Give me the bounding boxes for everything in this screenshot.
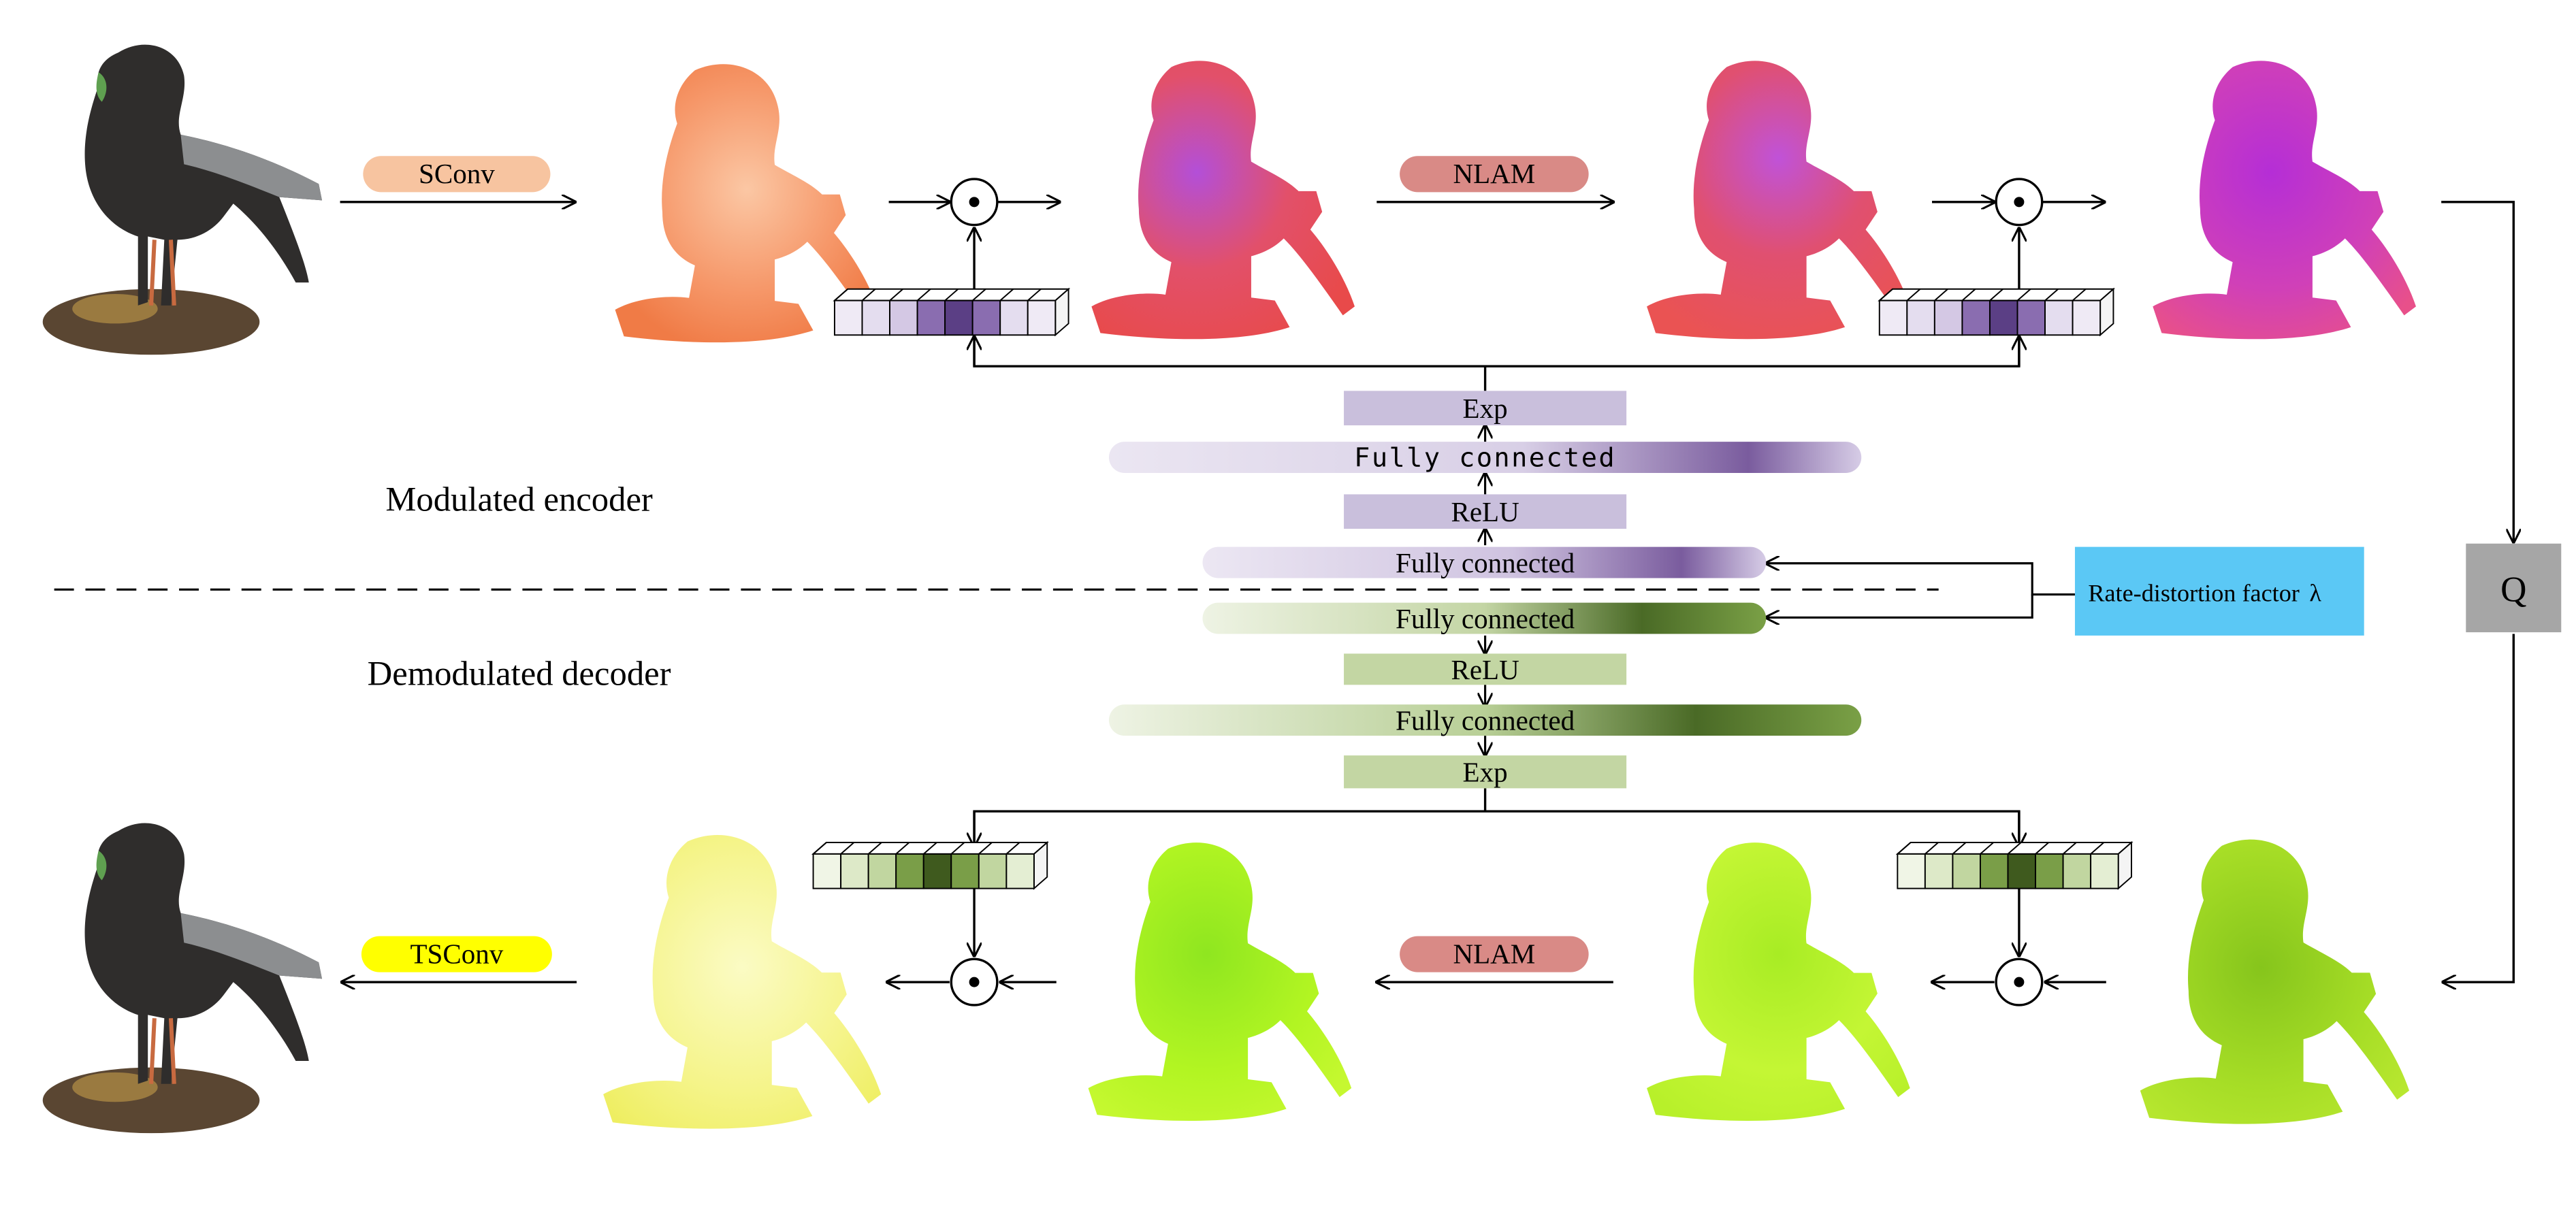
- vector-cell: [2044, 299, 2074, 336]
- dec-exp-label: Exp: [1463, 757, 1508, 788]
- demodulated-decoder-label: Demodulated decoder: [368, 654, 671, 692]
- vector-cell: [2035, 853, 2064, 889]
- vector-cell: [1961, 299, 1991, 336]
- vector-cell: [2016, 299, 2046, 336]
- input-point-cloud-bird: [42, 44, 323, 355]
- dec-fc1-label: Fully connected: [1396, 603, 1575, 634]
- nlam-decoder-label: NLAM: [1453, 938, 1535, 969]
- sconv-block: SConv: [363, 156, 551, 193]
- nlam-encoder-block: NLAM: [1400, 156, 1589, 193]
- vector-cell: [867, 853, 897, 889]
- multiply-node-enc-1: [950, 178, 999, 227]
- dec-fc2-label: Fully connected: [1396, 705, 1575, 736]
- dec-vector-1: [811, 840, 1049, 890]
- modulated-encoder-label: Modulated encoder: [385, 480, 653, 519]
- feature-map-nlam-input: [1088, 842, 1352, 1121]
- multiply-nodes: [950, 178, 2044, 1006]
- vector-cell: [944, 299, 973, 336]
- vector-cell: [840, 853, 869, 889]
- vector-cell: [833, 299, 863, 336]
- sconv-label: SConv: [419, 158, 495, 189]
- multiply-node-enc-2: [1995, 178, 2044, 227]
- vector-cell: [950, 853, 980, 889]
- lambda-symbol: λ: [2309, 579, 2321, 606]
- bottom-row-arrows: [342, 634, 2515, 983]
- vector-cell: [916, 299, 946, 336]
- rate-distortion-box: Rate-distortion factor λ: [2074, 546, 2364, 636]
- vector-cell: [2090, 853, 2119, 889]
- feature-map-demodulated-1: [1647, 842, 1910, 1121]
- rate-distortion-label: Rate-distortion factor: [2088, 579, 2300, 606]
- feature-map-quantized: [2140, 839, 2410, 1124]
- output-point-cloud-bird: [42, 823, 323, 1134]
- enc-relu-label: ReLU: [1451, 496, 1519, 527]
- vector-cell: [2062, 853, 2092, 889]
- dec-vector-2: [1895, 840, 2134, 890]
- vector-cell: [1878, 299, 1908, 336]
- enc-vector-2: [1878, 287, 2115, 337]
- tsconv-block: TSConv: [361, 936, 552, 972]
- quantizer-label: Q: [2500, 570, 2526, 609]
- tsconv-label: TSConv: [410, 938, 504, 969]
- feature-map-modulated-2: [2153, 61, 2416, 340]
- multiply-node-dec-2: [1995, 957, 2044, 1006]
- enc-fc2-label: Fully connected: [1396, 547, 1575, 578]
- modulation-vectors: [811, 287, 2134, 890]
- vector-cell: [971, 299, 1001, 336]
- encoder-mlp: Exp Fully connected ReLU Fully connected: [1108, 391, 1862, 578]
- mlp-arrows: [1485, 425, 2075, 755]
- vector-cell: [1027, 299, 1057, 336]
- vector-cell: [889, 299, 918, 336]
- dec-relu-label: ReLU: [1451, 654, 1519, 685]
- vector-cell: [1979, 853, 2009, 889]
- quantizer-box: Q: [2466, 543, 2562, 633]
- vector-cell: [922, 853, 952, 889]
- feature-map-modulated-1: [1091, 61, 1355, 340]
- nlam-encoder-label: NLAM: [1453, 158, 1535, 189]
- enc-vector-1: [833, 287, 1071, 337]
- vector-cell: [999, 299, 1029, 336]
- vector-cell: [861, 299, 890, 336]
- enc-fc1-label: Fully connected: [1354, 442, 1616, 473]
- vector-cell: [1989, 299, 2018, 336]
- vector-cell: [812, 853, 842, 889]
- multiply-node-dec-1: [950, 957, 999, 1006]
- enc-exp-label: Exp: [1463, 393, 1508, 424]
- vector-cell: [1924, 853, 1954, 889]
- top-row-arrows: [340, 202, 2514, 542]
- vector-cell: [895, 853, 924, 889]
- vector-cell: [1897, 853, 1926, 889]
- vector-cell: [2072, 299, 2102, 336]
- vector-cell: [1933, 299, 1963, 336]
- vector-cell: [1906, 299, 1935, 336]
- vector-cell: [1005, 853, 1035, 889]
- vector-cell: [2007, 853, 2037, 889]
- feature-map-nlam-output: [1647, 61, 1910, 340]
- decoder-mlp: Fully connected ReLU Fully connected Exp: [1108, 602, 1862, 789]
- nlam-decoder-block: NLAM: [1400, 936, 1589, 972]
- vector-cell: [978, 853, 1008, 889]
- vector-cell: [1952, 853, 1981, 889]
